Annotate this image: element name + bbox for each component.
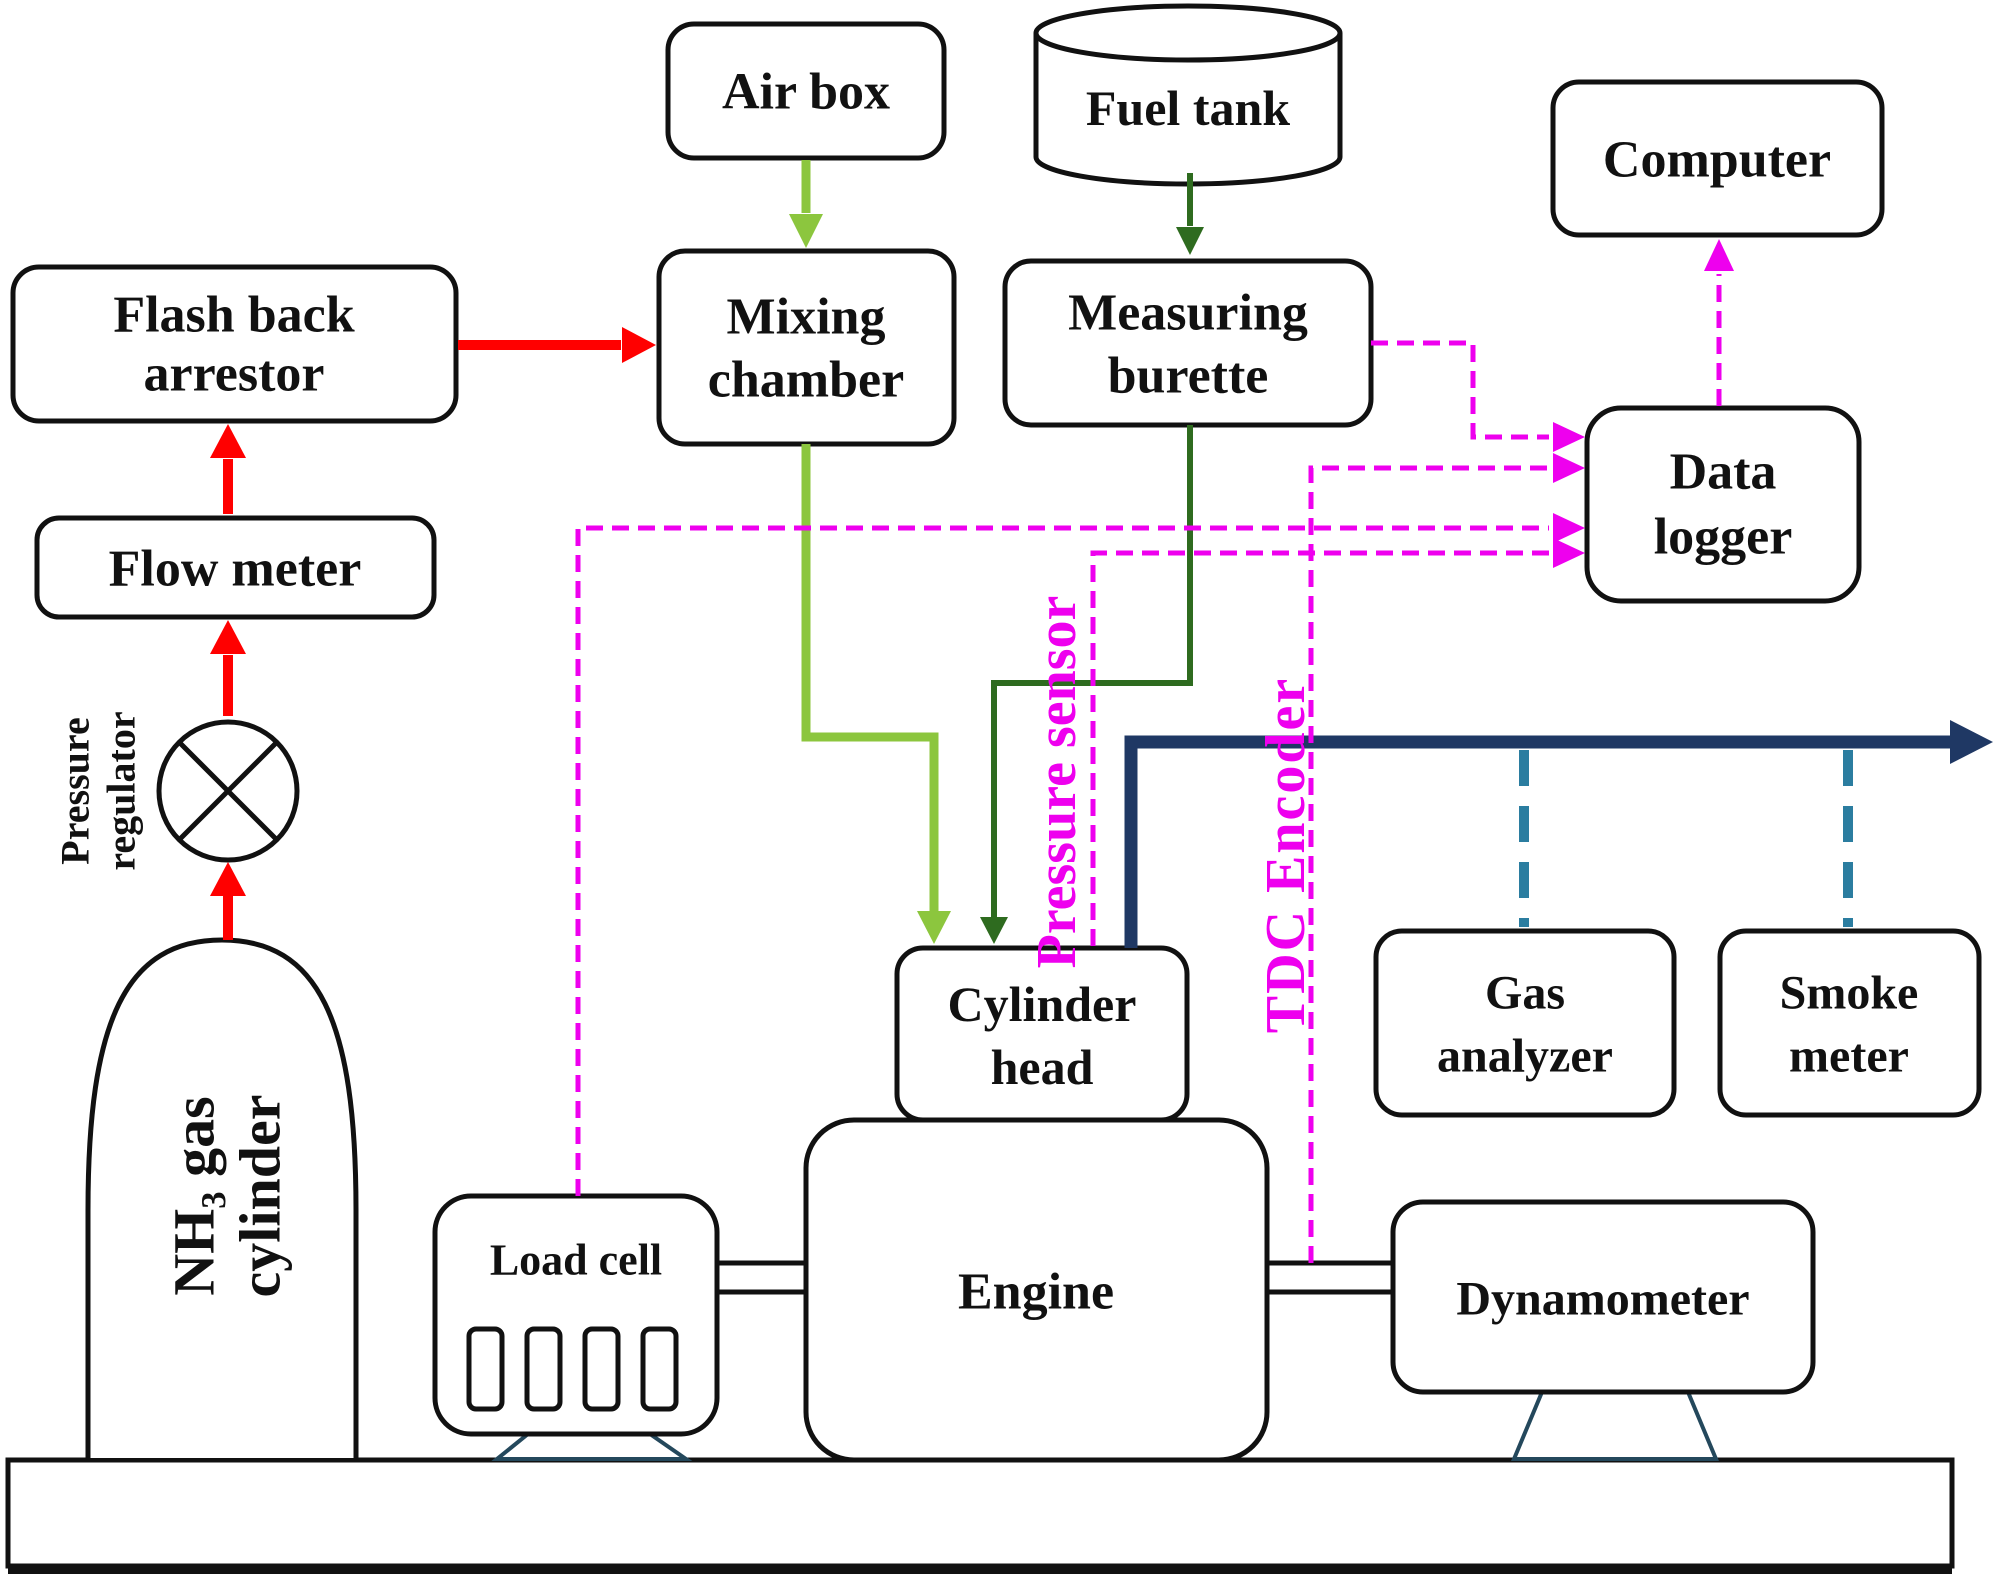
pressure-regulator-label-line2: regulator bbox=[99, 711, 144, 870]
exhaust-arrowhead bbox=[1950, 720, 1993, 764]
mixing-chamber-label-line1: Mixing bbox=[727, 289, 886, 346]
mixing-to-cylinderhead-arrowhead bbox=[917, 911, 951, 944]
data-logger-label-line1: Data bbox=[1670, 444, 1777, 501]
load-cell-signal-arrowhead bbox=[1553, 513, 1585, 543]
engine-label: Engine bbox=[958, 1264, 1114, 1321]
gas-analyzer-label-line1: Gas bbox=[1485, 967, 1565, 1020]
air-box-box bbox=[665, 21, 947, 161]
smoke-meter-label-line2: meter bbox=[1789, 1030, 1909, 1083]
pressure-regulator-label-group: Pressure regulator bbox=[53, 711, 144, 870]
pressure-sensor-label: Pressure sensor bbox=[1026, 596, 1088, 969]
load-cell-stand bbox=[491, 1432, 693, 1461]
arrestor-to-mixing-arrowhead bbox=[622, 327, 656, 363]
flash-back-arrestor-box bbox=[10, 264, 459, 424]
pressure-sensor-label-group: Pressure sensor bbox=[1026, 596, 1088, 969]
dynamometer-label: Dynamometer bbox=[1456, 1273, 1749, 1326]
regulator-to-flowmeter-arrowhead bbox=[210, 620, 246, 654]
load-cell-signal-line bbox=[575, 525, 1549, 1196]
data-logger-box bbox=[1584, 405, 1862, 604]
dynamometer-stand bbox=[1510, 1390, 1720, 1461]
computer-box bbox=[1550, 79, 1885, 238]
cylinder-head-label-line2: head bbox=[991, 1039, 1094, 1095]
gas-analyzer-box bbox=[1373, 928, 1677, 1118]
computer-label: Computer bbox=[1603, 132, 1831, 189]
smoke-meter-label-line1: Smoke bbox=[1780, 967, 1919, 1020]
burette-signal-arrowhead bbox=[1553, 422, 1585, 452]
fueltank-to-burette-arrowhead bbox=[1176, 227, 1204, 255]
pressure-regulator-cross-icon bbox=[177, 740, 279, 842]
nh3-cylinder-label-group: NH₃ gas cylinder bbox=[162, 1095, 293, 1298]
pressure-sensor-signal-arrowhead bbox=[1553, 538, 1585, 568]
tdc-encoder-label-group: TDC Encoder bbox=[1255, 677, 1317, 1033]
flow-meter-box bbox=[34, 515, 437, 620]
nh3-to-regulator-arrowhead bbox=[210, 862, 246, 896]
flash-back-arrestor-label-line2: arrestor bbox=[144, 346, 325, 403]
mixing-chamber-box bbox=[656, 248, 957, 447]
burette-signal-line bbox=[1371, 340, 1549, 440]
measuring-burette-label-line1: Measuring bbox=[1068, 285, 1308, 342]
loadcell-engine-shaft bbox=[717, 1260, 806, 1295]
base-platform bbox=[5, 1457, 1955, 1569]
fuel-tank-top bbox=[1033, 3, 1343, 63]
load-cell-key-2 bbox=[524, 1326, 563, 1412]
gas-analyzer-label-line2: analyzer bbox=[1437, 1030, 1613, 1083]
logger-to-computer-arrowhead bbox=[1704, 239, 1734, 271]
measuring-burette-label-line2: burette bbox=[1108, 348, 1269, 405]
load-cell-key-3 bbox=[582, 1326, 621, 1412]
nh3-cylinder-label-line2: cylinder bbox=[228, 1095, 293, 1298]
cylinder-head-label-line1: Cylinder bbox=[948, 976, 1137, 1032]
tdc-encoder-label: TDC Encoder bbox=[1255, 677, 1317, 1033]
burette-to-cylinderhead-arrowhead bbox=[980, 917, 1008, 944]
tdc-encoder-signal-line bbox=[1308, 465, 1549, 1263]
pressure-sensor-signal-line bbox=[1090, 550, 1549, 946]
flow-meter-label: Flow meter bbox=[109, 541, 362, 598]
fuel-tank-label: Fuel tank bbox=[1086, 80, 1290, 136]
nh3-cylinder-shape bbox=[85, 937, 359, 1458]
pressure-regulator-label-line1: Pressure bbox=[53, 717, 98, 864]
dynamometer-box bbox=[1390, 1199, 1816, 1395]
engine-dynamometer-shaft bbox=[1267, 1260, 1393, 1295]
flowmeter-to-arrestor-arrowhead bbox=[210, 424, 246, 458]
data-logger-label-line2: logger bbox=[1654, 509, 1793, 566]
load-cell-key-1 bbox=[466, 1326, 505, 1412]
smoke-meter-box bbox=[1717, 928, 1982, 1118]
tdc-encoder-signal-arrowhead bbox=[1553, 453, 1585, 483]
mixing-chamber-label-line2: chamber bbox=[708, 352, 904, 409]
air-box-label: Air box bbox=[722, 64, 890, 121]
mixing-to-cylinderhead-line bbox=[801, 444, 939, 911]
load-cell-key-4 bbox=[640, 1326, 679, 1412]
load-cell-label: Load cell bbox=[490, 1236, 662, 1285]
airbox-to-mixing-arrowhead bbox=[789, 214, 823, 248]
exhaust-line bbox=[1124, 735, 1950, 948]
nh3-cylinder-label-line1: NH₃ gas bbox=[162, 1096, 227, 1295]
flash-back-arrestor-label-line1: Flash back bbox=[113, 287, 354, 344]
cylinder-head-box bbox=[894, 945, 1190, 1123]
